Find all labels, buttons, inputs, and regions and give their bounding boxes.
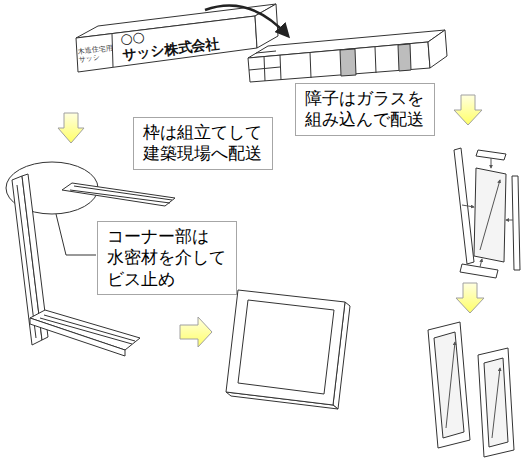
open-package <box>264 56 265 81</box>
frame-parts <box>30 318 125 356</box>
leader-line <box>56 214 96 255</box>
assembled-sash <box>478 348 514 457</box>
open-package <box>398 44 411 71</box>
sash-parts <box>462 205 474 207</box>
assembled-sash <box>428 322 470 448</box>
sash-parts <box>491 158 492 168</box>
frame-parts <box>17 185 36 338</box>
callout-text: コーナー部は 水密材を介して ビス止め <box>107 226 226 290</box>
open-package <box>248 30 447 82</box>
frame-parts <box>44 315 135 341</box>
open-package <box>248 42 430 82</box>
sash-parts <box>512 176 520 270</box>
assembled-sash <box>428 322 514 457</box>
assembled-sash <box>434 332 464 438</box>
callout-box: 障子はガラスを 組み込んで配送 <box>295 83 435 136</box>
open-package <box>375 47 376 73</box>
frame-parts <box>62 183 175 206</box>
closed-package <box>76 4 278 72</box>
open-package <box>256 51 276 53</box>
frame-parts <box>74 186 172 200</box>
yellow-arrow <box>180 317 212 347</box>
open-package <box>428 30 447 68</box>
sash-parts <box>454 148 520 278</box>
assembled-sash <box>484 358 508 447</box>
callout-text: 枠は組立てして 建築現場へ配送 <box>143 122 262 165</box>
open-package <box>340 49 356 76</box>
assembled-sash <box>446 342 455 428</box>
closed-package <box>255 4 278 48</box>
yellow-arrow <box>58 113 84 143</box>
sash-parts <box>480 180 500 250</box>
closed-package <box>76 16 257 72</box>
sash-parts <box>474 168 506 262</box>
curved-arrow <box>205 6 288 36</box>
callout-box: コーナー部は 水密材を介して ビス止め <box>97 221 237 295</box>
sash-parts <box>480 259 482 267</box>
sash-parts <box>506 220 513 221</box>
yellow-arrow <box>456 283 484 313</box>
sash-parts <box>460 264 498 278</box>
frame-parts <box>70 190 170 203</box>
assembled-sash <box>492 368 500 438</box>
callout-box: 枠は組立てして 建築現場へ配送 <box>133 117 273 170</box>
yellow-arrow <box>454 95 482 125</box>
open-package <box>310 52 311 78</box>
assembled-frame <box>226 290 345 405</box>
frame-parts <box>40 318 132 344</box>
assembled-frame <box>238 300 334 394</box>
callout-text: 障子はガラスを 組み込んで配送 <box>305 88 424 131</box>
assembled-frame <box>226 290 350 409</box>
open-package <box>280 55 281 80</box>
sash-parts <box>454 148 474 264</box>
